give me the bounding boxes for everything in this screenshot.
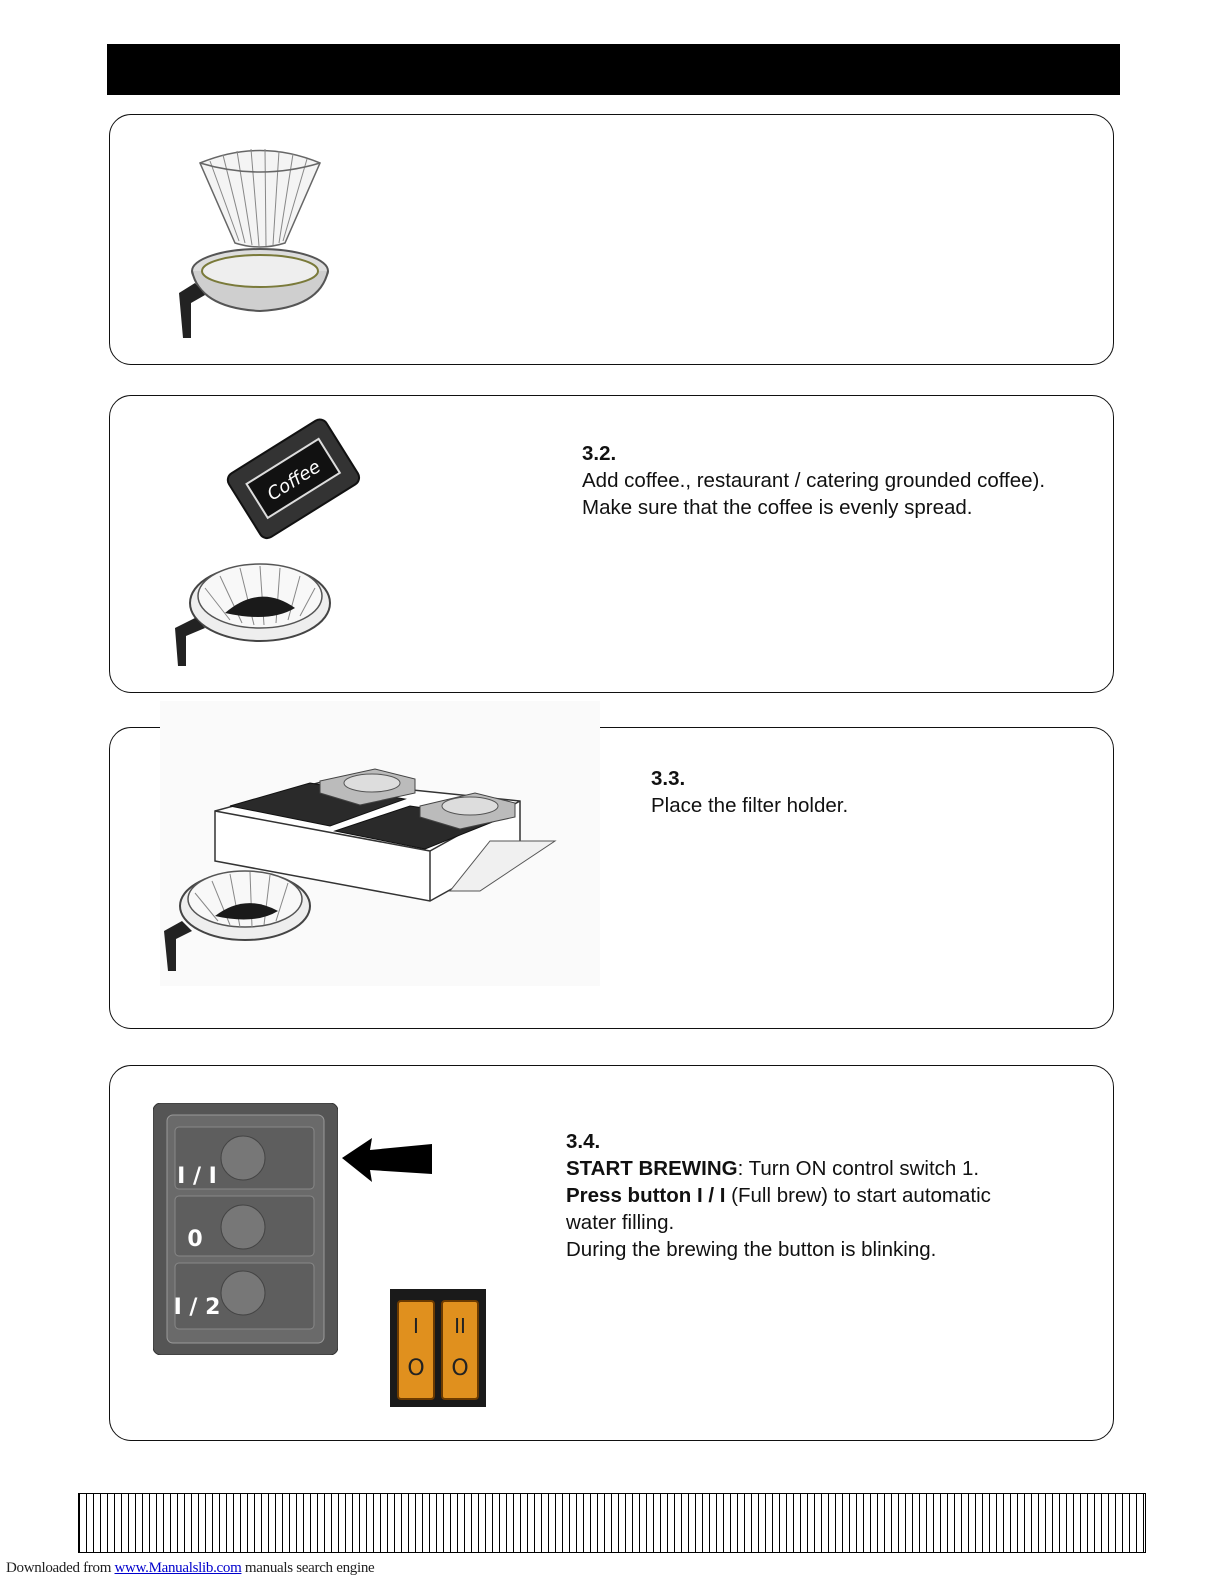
switch-2-on-mark: II	[454, 1314, 466, 1338]
step-panel-3-4: I / I 0 I / 2 I O II O 3.4. START BREWIN…	[109, 1065, 1114, 1441]
step-panel-3-3: 3.3. Place the filter holder.	[109, 701, 1114, 1029]
step-number: 3.3.	[651, 767, 686, 790]
step-panel-3-2: Coffee 3.2. Add coffee., restaurant / ca…	[109, 395, 1114, 693]
footer-prefix: Downloaded from	[6, 1560, 115, 1576]
step-line: Add coffee., restaurant / catering groun…	[582, 469, 1046, 492]
switch-2-off-mark: O	[451, 1356, 468, 1381]
step-line: During the brewing the button is blinkin…	[566, 1238, 937, 1261]
step-line: water filling.	[566, 1211, 675, 1234]
filter-paper-illustration	[179, 148, 329, 338]
step-line-rest: (Full brew) to start automatic	[725, 1184, 991, 1207]
coffee-bag-illustration: Coffee	[175, 418, 361, 666]
step-3-4-text: 3.4. START BREWING: Turn ON control swit…	[566, 1128, 991, 1263]
footer-stripe-bar	[78, 1493, 1146, 1553]
step-number: 3.4.	[566, 1130, 601, 1153]
manualslib-link[interactable]: www.Manualslib.com	[114, 1560, 242, 1576]
brewer-top-illustration	[160, 701, 600, 986]
switch-1-on-mark: I	[413, 1314, 419, 1338]
step-line: Make sure that the coffee is evenly spre…	[582, 496, 973, 519]
arrow-left-icon	[342, 1138, 432, 1182]
step-line: START BREWING: Turn ON control switch 1.	[566, 1155, 991, 1182]
step-number: 3.2.	[582, 442, 617, 465]
step-panel-3-1	[109, 114, 1114, 365]
full-brew-button-label: I / I	[177, 1164, 217, 1189]
footer-download-note: Downloaded from www.Manualslib.com manua…	[6, 1560, 375, 1577]
off-button-label: 0	[187, 1227, 202, 1252]
rocker-switches-illustration: I O II O	[390, 1289, 486, 1407]
footer-suffix: manuals search engine	[241, 1560, 375, 1576]
press-button-label: Press button I / I	[566, 1184, 726, 1207]
switch-1-off-mark: O	[407, 1356, 424, 1381]
half-brew-button-label: I / 2	[174, 1295, 221, 1320]
step-line-rest: : Turn ON control switch 1.	[737, 1157, 980, 1180]
step-3-3-text: 3.3. Place the filter holder.	[651, 765, 848, 819]
start-brewing-label: START BREWING	[566, 1157, 738, 1180]
step-line: Press button I / I (Full brew) to start …	[566, 1182, 991, 1209]
step-3-2-text: 3.2. Add coffee., restaurant / catering …	[582, 440, 1045, 521]
control-panel-illustration: I / I 0 I / 2	[153, 1103, 338, 1355]
step-line: Place the filter holder.	[651, 794, 849, 817]
header-bar	[107, 44, 1120, 95]
